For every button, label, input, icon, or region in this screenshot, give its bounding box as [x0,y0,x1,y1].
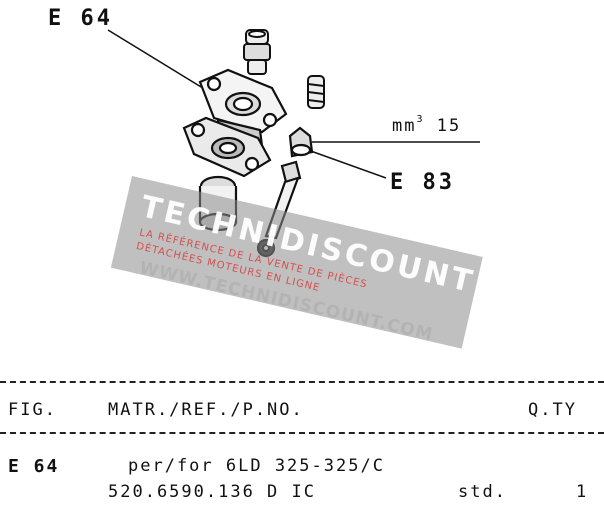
exploded-parts-drawing [107,29,480,258]
leader-line-e64 [107,29,207,91]
volume-exponent: 3 [416,114,425,126]
leader-line-e83 [307,149,387,179]
volume-unit: mm [392,116,417,136]
table-header-rule [0,432,604,434]
table-top-rule [0,381,604,383]
row-qty: 1 [576,482,589,502]
row-part-number: 520.6590.136 D IC [108,482,316,502]
callout-e64: E 64 [48,6,113,31]
spring [307,75,325,109]
callout-e83: E 83 [390,170,455,195]
header-fig: FIG. [8,400,57,420]
volume-note: mm3 15 [392,114,462,136]
header-qty: Q.TY [528,400,577,420]
row-fig-code: E 64 [8,456,60,477]
row-description: per/for 6LD 325-325/C [128,456,385,476]
volume-value: 15 [436,116,462,136]
pump-flange-upper [198,68,288,134]
row-unit: std. [458,482,507,502]
pump-flange-lower [182,116,272,178]
delivery-valve-e83 [288,126,314,158]
delivery-valve-holder [243,29,271,75]
header-ref: MATR./REF./P.NO. [108,400,304,420]
